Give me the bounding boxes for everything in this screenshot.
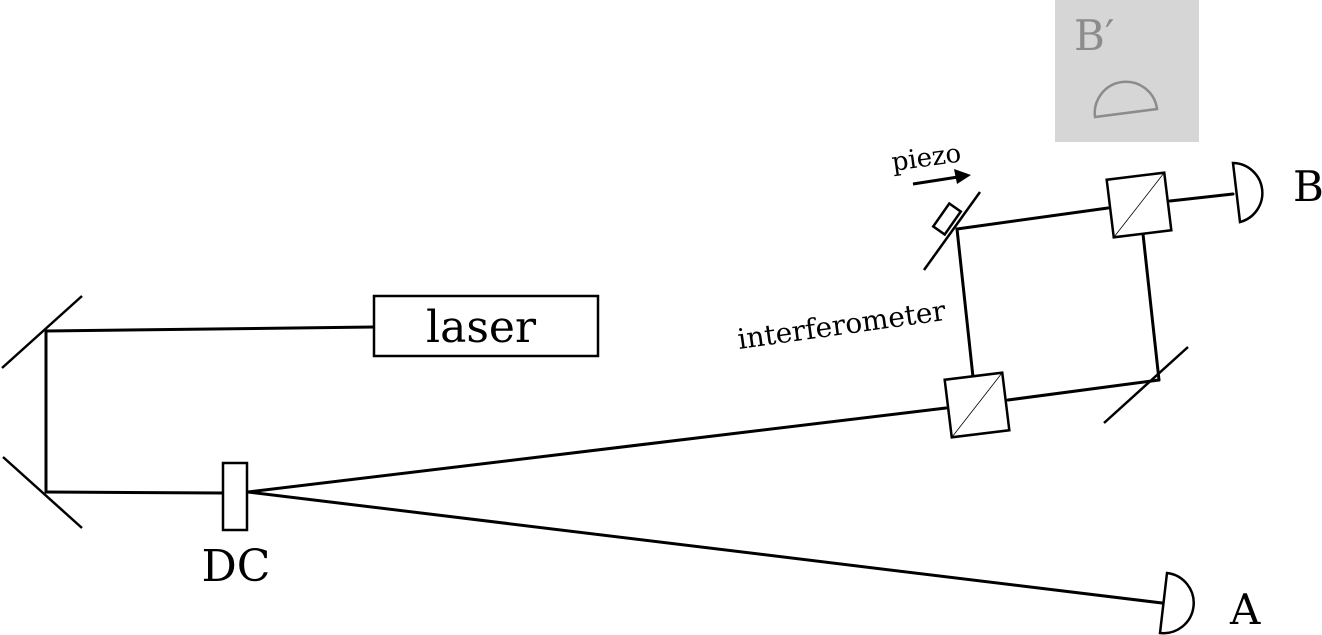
mirror-upper-left <box>1 295 83 369</box>
beam-splitter-upper <box>1105 171 1173 239</box>
piezo-mirror-surface <box>922 191 982 271</box>
beam-splitter-to-mirror <box>1006 378 1161 402</box>
detector-b-prime-inset: B′ <box>1055 0 1199 142</box>
beam-splitter-lower <box>943 371 1011 439</box>
beam-piezo-mirror-to-top-splitter <box>955 206 1110 231</box>
laser-label: laser <box>426 302 537 353</box>
piezo-actuator <box>931 201 963 237</box>
detector-a: A <box>1158 571 1261 635</box>
dc-label: DC <box>202 541 271 592</box>
laser-box <box>372 294 600 358</box>
detector-a-label: A <box>1229 585 1261 634</box>
interferometer-label: interferometer <box>735 294 948 356</box>
detector-a-icon <box>1158 571 1195 635</box>
dc-crystal <box>221 461 249 532</box>
detector-b-prime-icon <box>1093 80 1159 119</box>
inset-panel <box>1055 0 1199 142</box>
beam-mirror-to-top-splitter <box>1141 232 1161 382</box>
detector-b: B <box>1231 161 1322 224</box>
detector-b-prime-label: B′ <box>1074 11 1114 60</box>
beam-laser-to-mirror <box>44 325 376 333</box>
beam-paths <box>44 192 1235 605</box>
piezo-arrow-icon <box>912 169 971 186</box>
beam-dc-to-detector-a <box>246 490 1164 605</box>
detector-b-icon <box>1231 161 1264 224</box>
mirror-lower-right <box>1103 346 1189 424</box>
beam-dc-to-splitter <box>246 406 948 494</box>
piezo-mirror <box>922 191 982 271</box>
laser-source: laser <box>372 294 600 358</box>
beam-splitter-to-piezo-mirror <box>955 227 975 379</box>
beam-mirror-to-dc <box>44 490 224 495</box>
beam-top-splitter-to-detector-b <box>1168 192 1235 203</box>
mirror-lower-left <box>2 456 83 529</box>
down-converter: DC <box>202 461 271 592</box>
piezo-label: piezo <box>890 139 963 178</box>
detector-b-label: B <box>1293 162 1322 211</box>
